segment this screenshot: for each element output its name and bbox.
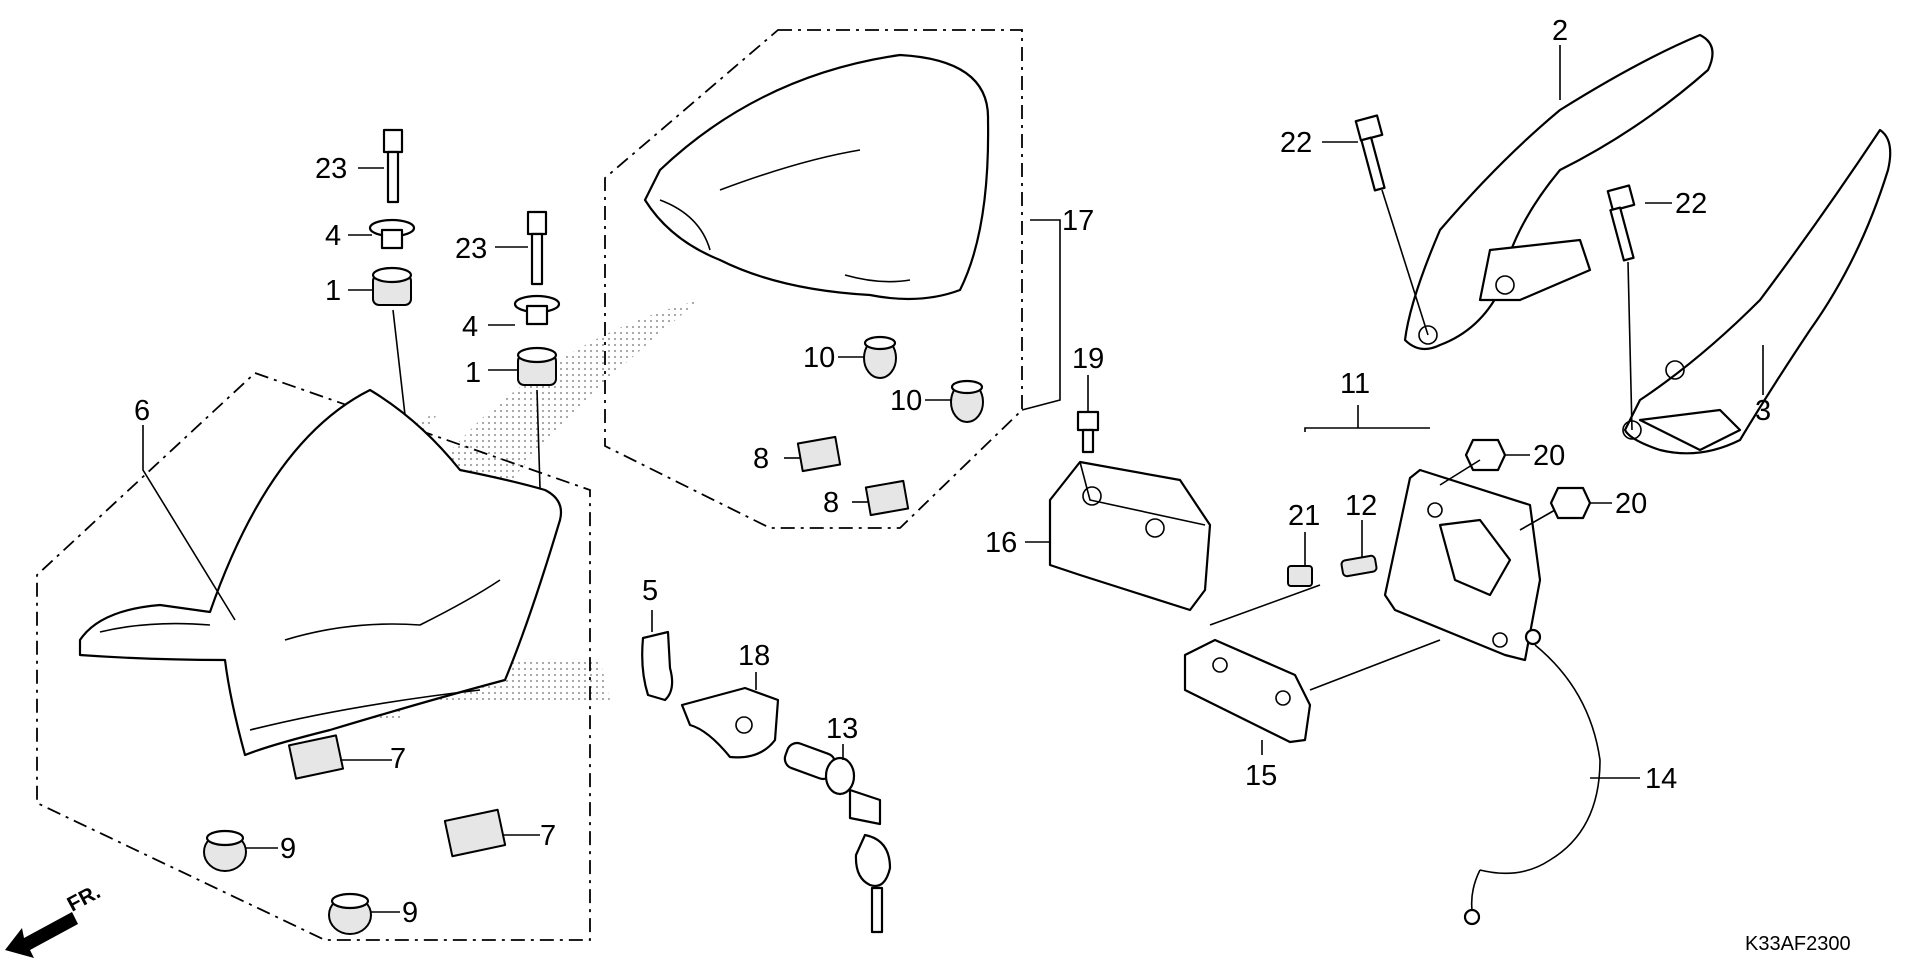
bolt-23-a[interactable] <box>382 128 404 204</box>
rear-seat-cowl[interactable] <box>643 53 990 301</box>
collar-4-a[interactable] <box>368 218 416 250</box>
bracket-15[interactable] <box>1183 638 1312 744</box>
key-lock-13[interactable] <box>782 740 892 934</box>
guide-line-left <box>392 309 406 416</box>
callout-5: 5 <box>642 575 658 607</box>
grab-rail-2[interactable] <box>1403 33 1714 351</box>
diagram-code: K33AF2300 <box>1745 933 1851 955</box>
grommet-1-a[interactable] <box>371 266 413 306</box>
nut-20-b[interactable] <box>1549 486 1592 520</box>
bracket-18[interactable] <box>680 686 780 759</box>
bolt-22-a-guide <box>1381 189 1429 336</box>
lock-guide-a <box>1209 584 1321 626</box>
lock-guide-b <box>1309 639 1441 691</box>
lock-guide-d <box>1519 509 1556 531</box>
grab-rail-3[interactable] <box>1622 128 1892 455</box>
rubber-9-a[interactable] <box>203 829 247 872</box>
callout-20-a: 20 <box>1533 440 1565 472</box>
callout-11: 11 <box>1340 368 1370 400</box>
front-direction-arrow: FR. <box>5 880 104 958</box>
seat-hook-5[interactable] <box>641 630 674 702</box>
bolt-22-b[interactable] <box>1606 184 1636 262</box>
bolt-22-a[interactable] <box>1354 114 1386 192</box>
clip-8-b[interactable] <box>864 479 910 517</box>
callout-17: 17 <box>1062 205 1094 237</box>
seat-lock-11[interactable] <box>1383 468 1542 662</box>
callout-4-a: 4 <box>325 220 341 252</box>
callout-1-a: 1 <box>325 275 341 307</box>
callout-21: 21 <box>1288 500 1320 532</box>
front-seat[interactable] <box>78 388 563 757</box>
callout-10-b: 10 <box>890 385 922 417</box>
spring-12[interactable] <box>1340 554 1378 578</box>
callout-18: 18 <box>738 640 770 672</box>
rubber-9-b[interactable] <box>328 892 372 935</box>
front-label: FR. <box>64 880 105 916</box>
callout-13: 13 <box>826 713 858 745</box>
lock-guide-c <box>1439 459 1481 486</box>
collar-4-b[interactable] <box>513 294 561 326</box>
callout-4-b: 4 <box>462 311 478 343</box>
callout-1-b: 1 <box>465 357 481 389</box>
rubber-10-a[interactable] <box>863 335 897 379</box>
callout-7-b: 7 <box>540 820 556 852</box>
bolt-22-b-guide <box>1627 261 1633 431</box>
callout-8-a: 8 <box>753 443 769 475</box>
callout-2: 2 <box>1552 15 1568 47</box>
leader-lines <box>142 45 1764 913</box>
clip-8-a[interactable] <box>796 435 842 473</box>
callout-23-a: 23 <box>315 153 347 185</box>
grommet-1-b[interactable] <box>516 346 558 386</box>
callout-15: 15 <box>1245 760 1277 792</box>
callout-22-b: 22 <box>1675 188 1707 220</box>
bolt-23-b[interactable] <box>526 210 548 286</box>
callout-8-b: 8 <box>823 487 839 519</box>
front-seat-assembly-outline <box>36 371 591 941</box>
guide-line-right <box>536 389 541 489</box>
callout-6: 6 <box>134 395 150 427</box>
callout-20-b: 20 <box>1615 488 1647 520</box>
callout-7-a: 7 <box>390 743 406 775</box>
clip-7-b[interactable] <box>443 808 507 858</box>
callout-3: 3 <box>1755 395 1771 427</box>
callout-23-b: 23 <box>455 233 487 265</box>
bolt-19[interactable] <box>1076 410 1100 454</box>
callout-9-a: 9 <box>280 833 296 865</box>
callout-10-a: 10 <box>803 342 835 374</box>
callout-22-a: 22 <box>1280 127 1312 159</box>
callout-9-b: 9 <box>402 897 418 929</box>
callout-12: 12 <box>1345 490 1377 522</box>
callout-16: 16 <box>985 527 1017 559</box>
callout-19: 19 <box>1072 343 1104 375</box>
cable-14[interactable] <box>1463 628 1601 926</box>
callouts: 23 4 1 23 4 1 6 7 7 9 9 10 10 8 8 17 5 1… <box>134 15 1771 929</box>
collar-21[interactable] <box>1287 565 1313 587</box>
seat-pad-16[interactable] <box>1048 460 1212 612</box>
callout-14: 14 <box>1645 763 1677 795</box>
clip-7-a[interactable] <box>287 734 345 780</box>
rubber-10-b[interactable] <box>950 379 984 423</box>
